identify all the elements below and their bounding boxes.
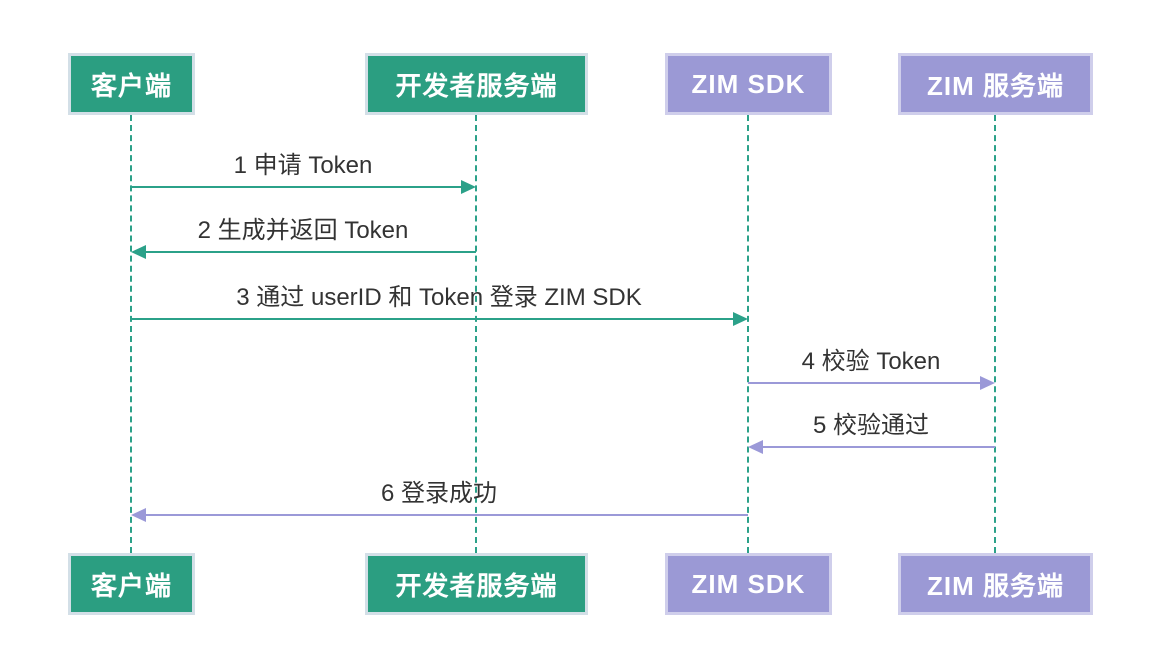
message-6-label: 6 登录成功: [380, 480, 498, 507]
message-4-arrowhead-icon: [980, 376, 995, 390]
message-6-arrowhead-icon: [131, 508, 146, 522]
message-1-line: [131, 186, 463, 188]
message-3-label: 3 通过 userID 和 Token 登录 ZIM SDK: [236, 284, 642, 311]
message-6-line: [144, 514, 748, 516]
message-5-label: 5 校验通过: [812, 412, 930, 439]
actor-client-top: 客户端: [68, 53, 195, 115]
message-5-arrowhead-icon: [748, 440, 763, 454]
actor-client-bottom: 客户端: [68, 553, 195, 615]
actor-dev-server-top: 开发者服务端: [365, 53, 588, 115]
message-3-arrowhead-icon: [733, 312, 748, 326]
message-5-line: [761, 446, 995, 448]
message-1-arrowhead-icon: [461, 180, 476, 194]
message-2-line: [144, 251, 476, 253]
message-3-line: [131, 318, 735, 320]
actor-dev-server-bottom: 开发者服务端: [365, 553, 588, 615]
actor-zim-server-bottom: ZIM 服务端: [898, 553, 1093, 615]
message-4-label: 4 校验 Token: [801, 348, 941, 375]
actor-zim-sdk-bottom: ZIM SDK: [665, 553, 832, 615]
lifeline-dev-server: [475, 115, 477, 553]
actor-zim-server-top: ZIM 服务端: [898, 53, 1093, 115]
lifeline-client: [130, 115, 132, 553]
lifeline-zim-server: [994, 115, 996, 553]
actor-zim-sdk-top: ZIM SDK: [665, 53, 832, 115]
message-1-label: 1 申请 Token: [233, 152, 373, 179]
message-2-label: 2 生成并返回 Token: [197, 217, 409, 244]
lifeline-zim-sdk: [747, 115, 749, 553]
message-2-arrowhead-icon: [131, 245, 146, 259]
message-4-line: [748, 382, 982, 384]
